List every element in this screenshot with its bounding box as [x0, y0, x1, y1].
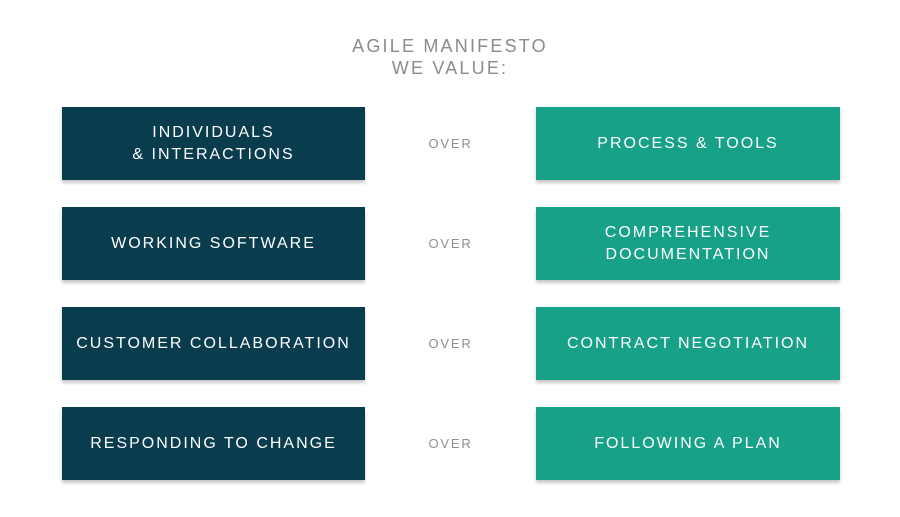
page-title: AGILE MANIFESTO WE VALUE:: [0, 35, 900, 79]
over-label: OVER: [428, 336, 473, 351]
manifesto-row: RESPONDING TO CHANGE OVER FOLLOWING A PL…: [62, 407, 840, 480]
over-label: OVER: [428, 236, 473, 251]
manifesto-row: WORKING SOFTWARE OVER COMPREHENSIVE DOCU…: [62, 207, 840, 280]
manifesto-row: INDIVIDUALS & INTERACTIONS OVER PROCESS …: [62, 107, 840, 180]
less-valued-item-box: PROCESS & TOOLS: [536, 107, 840, 180]
less-valued-item-box: FOLLOWING A PLAN: [536, 407, 840, 480]
valued-item-box: INDIVIDUALS & INTERACTIONS: [62, 107, 365, 180]
valued-item-box: CUSTOMER COLLABORATION: [62, 307, 365, 380]
over-label: OVER: [428, 436, 473, 451]
less-valued-item-box: COMPREHENSIVE DOCUMENTATION: [536, 207, 840, 280]
valued-item-box: WORKING SOFTWARE: [62, 207, 365, 280]
title-line-manifesto: AGILE MANIFESTO: [352, 36, 548, 56]
manifesto-row: CUSTOMER COLLABORATION OVER CONTRACT NEG…: [62, 307, 840, 380]
less-valued-item-box: CONTRACT NEGOTIATION: [536, 307, 840, 380]
title-line-we-value: WE VALUE:: [391, 58, 509, 78]
value-rows: INDIVIDUALS & INTERACTIONS OVER PROCESS …: [62, 107, 840, 507]
valued-item-box: RESPONDING TO CHANGE: [62, 407, 365, 480]
over-label: OVER: [428, 136, 473, 151]
